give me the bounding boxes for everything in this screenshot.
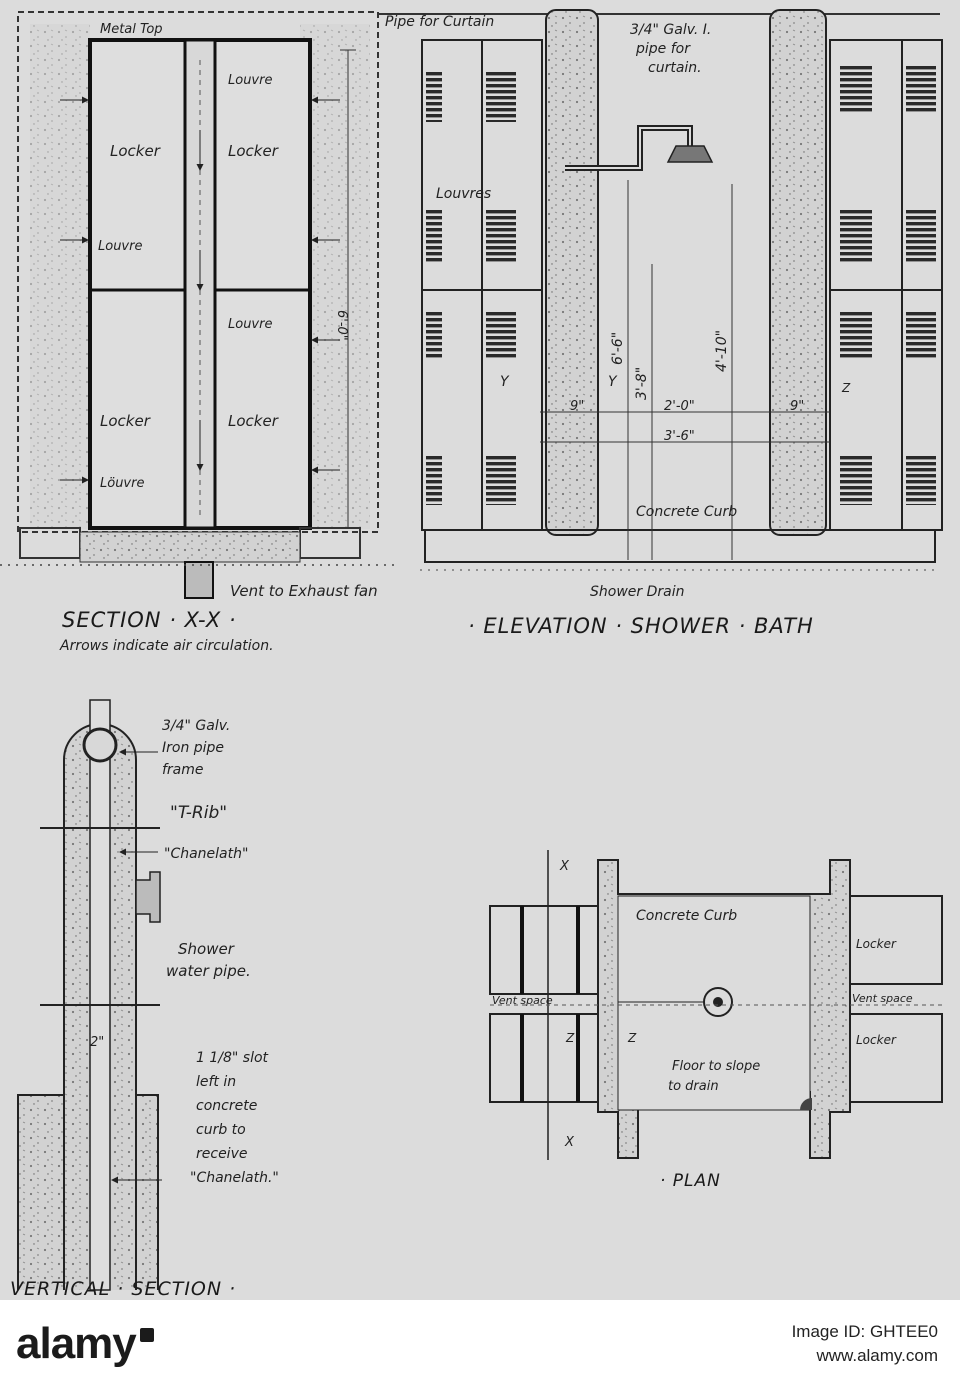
label-plan-z-left: Z <box>565 1031 575 1045</box>
label-galv-pipe-3: curtain. <box>648 60 702 76</box>
stock-footer <box>0 1300 960 1390</box>
label-locker-1: Locker <box>110 142 161 160</box>
elevation-title: · ELEVATION · SHOWER · BATH <box>468 614 814 638</box>
shower-water-pipe-icon <box>135 871 161 923</box>
label-plan-locker-1: Locker <box>856 937 897 951</box>
label-locker-2: Locker <box>228 142 279 160</box>
label-t-rib: "T-Rib" <box>170 803 227 823</box>
label-slot-4: curb to <box>196 1122 246 1138</box>
architectural-drawing: Metal Top Louvre Locker Locker Louvre Lo… <box>0 9 943 1300</box>
louvre-el-7 <box>426 455 442 505</box>
dim-9-right: 9" <box>790 399 804 414</box>
dim-6-0: 6'-0" <box>334 310 349 341</box>
vertical-section-title: VERTICAL · SECTION · <box>10 1278 236 1300</box>
logo-mark-icon <box>139 1328 154 1343</box>
label-louvre-2: Louvre <box>98 239 142 254</box>
louvre-el-1 <box>426 72 442 122</box>
label-vs-galv-2: Iron pipe <box>162 740 224 756</box>
label-floor-slope-1: Floor to slope <box>672 1059 760 1074</box>
dim-4-10: 4'-10" <box>714 330 730 372</box>
label-locker-4: Locker <box>228 412 279 430</box>
label-slot-6: "Chanelath." <box>190 1170 279 1186</box>
label-y-left: Y <box>500 374 510 390</box>
label-plan-x-top: X <box>559 859 570 874</box>
site-url: www.alamy.com <box>816 1346 938 1365</box>
label-plan-vent-right: Vent space <box>852 992 913 1005</box>
dim-9-left: 9" <box>570 399 584 414</box>
right-curtain-post <box>769 9 827 536</box>
label-vs-galv-3: frame <box>162 762 204 778</box>
dim-vs-2: 2" <box>90 1035 104 1050</box>
label-slot-5: receive <box>196 1146 247 1162</box>
louvre-el-6 <box>486 310 516 360</box>
louvre-el-8 <box>486 455 516 505</box>
dim-2-0: 2'-0" <box>664 399 695 414</box>
elevation-shower-bath: Pipe for Curtain 3/4" Galv. I. pipe for … <box>378 9 943 638</box>
plan: X X Concrete Curb Locker Vent space Vent… <box>489 850 943 1191</box>
dim-6-6: 6'-6" <box>610 332 626 365</box>
label-slot-1: 1 1/8" slot <box>196 1050 269 1066</box>
label-plan-x-bottom: X <box>564 1135 575 1150</box>
louvre-el-3 <box>426 210 442 264</box>
label-pipe-for-curtain: Pipe for Curtain <box>385 14 494 30</box>
label-shower-1: Shower <box>178 940 235 958</box>
label-louvres: Louvres <box>436 186 491 202</box>
galv-pipe-icon <box>82 727 118 763</box>
label-slot-3: concrete <box>196 1098 257 1114</box>
label-slot-2: left in <box>196 1074 236 1090</box>
label-vent-exhaust: Vent to Exhaust fan <box>230 582 378 600</box>
label-louvre-3: Louvre <box>228 317 272 332</box>
drawing-sheet: Metal Top Louvre Locker Locker Louvre Lo… <box>0 9 943 1300</box>
label-plan-vent-left: Vent space <box>492 994 553 1007</box>
label-z: Z <box>841 381 851 395</box>
label-shower-2: water pipe. <box>166 962 251 980</box>
label-galv-pipe-2: pipe for <box>635 41 691 57</box>
stock-id-block: Image ID: GHTEE0 www.alamy.com <box>792 1320 938 1368</box>
section-xx-exhaust-pipe <box>184 561 214 599</box>
section-xx-title: SECTION · X-X · <box>62 608 237 632</box>
louvre-el-4 <box>486 210 516 264</box>
label-concrete-curb: Concrete Curb <box>636 504 737 520</box>
shower-head-icon <box>666 145 714 163</box>
dim-3-8: 3'-8" <box>634 367 650 400</box>
label-galv-pipe-1: 3/4" Galv. I. <box>630 22 711 38</box>
plan-title: · PLAN <box>660 1171 721 1191</box>
image-id: Image ID: GHTEE0 <box>791 1322 938 1341</box>
label-shower-drain: Shower Drain <box>590 584 684 600</box>
section-xx: Metal Top Louvre Locker Locker Louvre Lo… <box>0 11 400 654</box>
label-louvre-1: Louvre <box>228 73 272 88</box>
label-y-right: Y <box>608 374 618 390</box>
label-locker-3: Locker <box>100 412 151 430</box>
left-curtain-post <box>545 9 599 536</box>
dim-3-6: 3'-6" <box>664 429 695 444</box>
louvre-el-2 <box>486 72 516 122</box>
louvre-el-5 <box>426 310 442 360</box>
vertical-section: 3/4" Galv. Iron pipe frame "T-Rib" "Chan… <box>10 699 279 1300</box>
label-plan-concrete-curb: Concrete Curb <box>636 908 737 924</box>
concrete-curb-elevation <box>424 529 936 563</box>
label-chanelath: "Chanelath" <box>164 846 248 862</box>
stock-logo: alamy <box>16 1319 154 1375</box>
label-louvre-4: Löuvre <box>100 476 144 491</box>
label-vs-galv-1: 3/4" Galv. <box>162 718 230 734</box>
logo-text: alamy <box>16 1319 137 1368</box>
label-plan-z-right: Z <box>627 1031 637 1045</box>
label-floor-slope-2: to drain <box>668 1079 719 1094</box>
label-metal-top: Metal Top <box>100 22 163 37</box>
section-xx-note: Arrows indicate air circulation. <box>59 638 274 654</box>
label-plan-locker-2: Locker <box>856 1033 897 1047</box>
